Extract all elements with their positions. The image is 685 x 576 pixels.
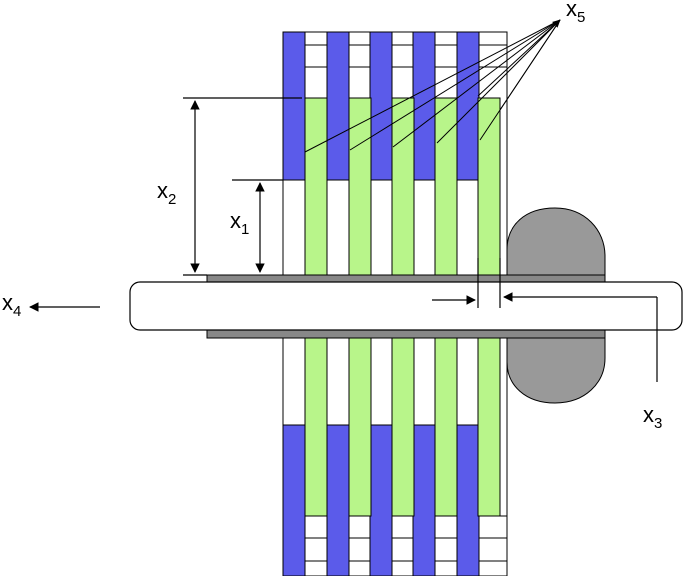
green-plate-bottom-4 xyxy=(434,337,458,517)
label-x5: x5 xyxy=(566,0,585,26)
label-x2: x2 xyxy=(157,178,176,208)
blue-plate-top-3 xyxy=(369,31,393,181)
hub-lower xyxy=(506,333,606,404)
shaft xyxy=(129,281,683,331)
green-inner-plates xyxy=(304,97,501,517)
label-x4: x4 xyxy=(2,290,21,320)
blue-plate-bottom-3 xyxy=(369,424,393,576)
green-plate-top-1 xyxy=(304,97,328,276)
blue-plate-top-1 xyxy=(282,31,306,181)
blue-plate-top-5 xyxy=(456,31,480,181)
blue-plate-bottom-4 xyxy=(412,424,436,576)
blue-plate-bottom-1 xyxy=(282,424,306,576)
green-plate-top-3 xyxy=(391,97,415,276)
blue-plate-bottom-5 xyxy=(456,424,480,576)
x2-dimension xyxy=(183,97,302,276)
green-plate-bottom-5 xyxy=(477,337,501,517)
shaft-sleeve-bottom xyxy=(206,329,606,339)
x1-dimension xyxy=(232,179,283,273)
x5-pointer-lines xyxy=(304,19,561,153)
green-plate-bottom-3 xyxy=(391,337,415,517)
green-plate-bottom-1 xyxy=(304,337,328,517)
label-x1: x1 xyxy=(230,208,249,238)
blue-plate-bottom-2 xyxy=(326,424,350,576)
blue-outer-plates xyxy=(282,31,480,576)
green-plate-top-5 xyxy=(477,97,501,276)
x3-dimension xyxy=(432,258,658,382)
green-plate-top-2 xyxy=(348,97,372,276)
blue-plate-top-2 xyxy=(326,31,350,181)
blue-plate-top-4 xyxy=(412,31,436,181)
label-x3: x3 xyxy=(643,402,662,432)
green-plate-bottom-2 xyxy=(348,337,372,517)
green-plate-top-4 xyxy=(434,97,458,276)
hub xyxy=(506,207,606,277)
